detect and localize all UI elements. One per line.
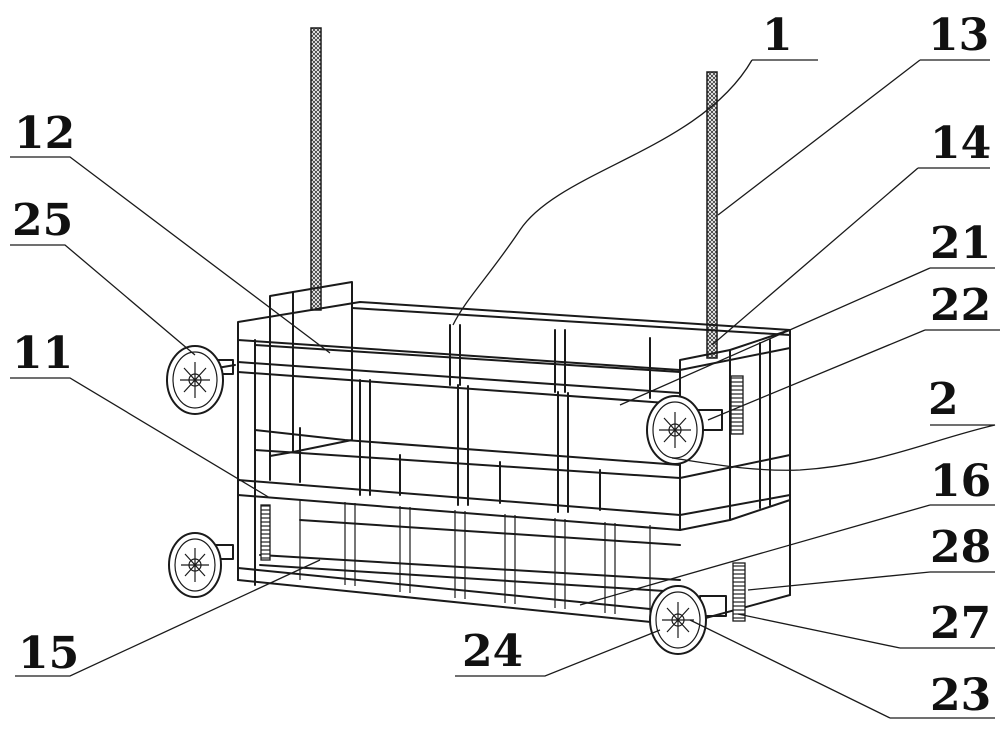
- label-15: 15: [18, 628, 79, 679]
- label-23: 23: [930, 670, 991, 721]
- label-13: 13: [928, 10, 989, 61]
- label-24: 24: [462, 626, 523, 677]
- wheel-lower-right: [649, 585, 727, 655]
- upper-frame: [237, 301, 791, 586]
- label-28: 28: [930, 522, 991, 573]
- label-21: 21: [930, 218, 991, 269]
- label-14: 14: [930, 118, 991, 169]
- left-rope: [310, 27, 322, 311]
- right-rope: [706, 71, 718, 359]
- middle-frame: [237, 427, 791, 531]
- label-16: 16: [930, 456, 991, 507]
- lower-frame: [237, 494, 791, 626]
- label-12: 12: [14, 108, 75, 159]
- upper-right-rack: [730, 375, 744, 435]
- lower-left-rack: [260, 504, 271, 561]
- label-2: 2: [928, 374, 959, 425]
- label-1: 1: [762, 10, 793, 61]
- wheel-lower-left: [168, 532, 234, 598]
- label-11: 11: [12, 328, 73, 379]
- lower-right-rack: [732, 562, 746, 622]
- label-22: 22: [930, 280, 991, 331]
- leader-lines: [10, 59, 1000, 719]
- wheel-upper-right: [646, 395, 723, 465]
- wheel-upper-left: [166, 345, 236, 415]
- label-27: 27: [930, 598, 991, 649]
- label-25: 25: [12, 195, 73, 246]
